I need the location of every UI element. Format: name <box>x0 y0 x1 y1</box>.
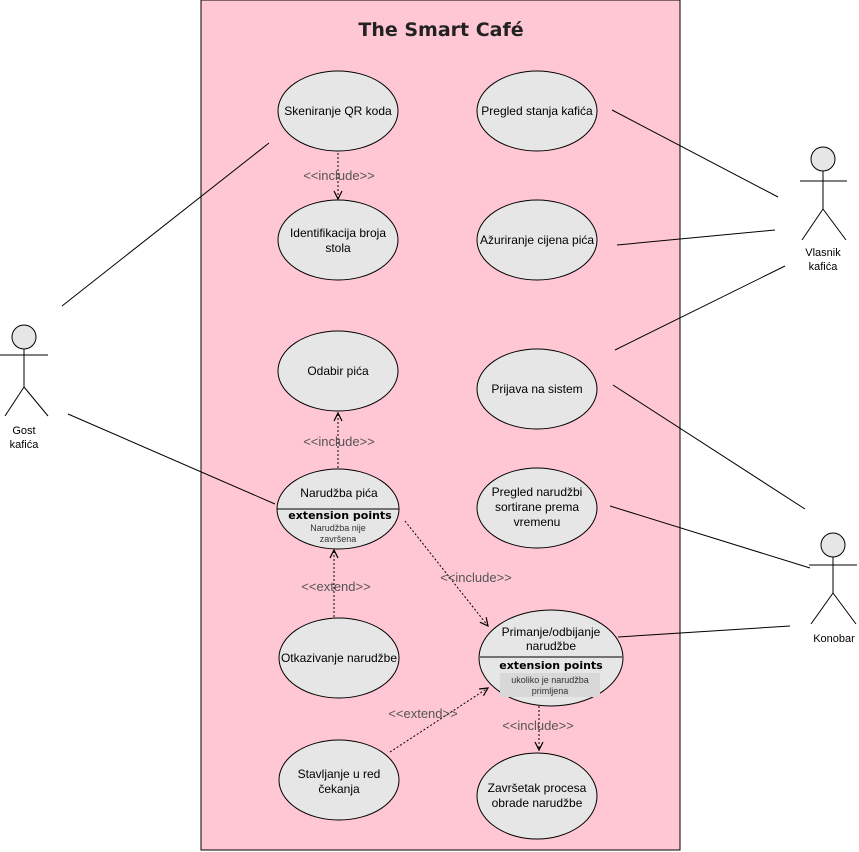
use-case-drink-selection[interactable]: Odabir pića <box>277 330 399 412</box>
use-case-label: sortirane prema <box>495 500 579 514</box>
use-case-label: stola <box>325 241 351 255</box>
use-case-label: Narudžba pića <box>300 486 378 500</box>
use-case-order-processing-end[interactable]: Završetak procesa obrade narudžbe <box>476 752 598 840</box>
association-waiter-sorted <box>609 505 811 569</box>
actor-owner[interactable]: Vlasnik kafića <box>800 146 847 273</box>
use-case-sorted-orders[interactable]: Pregled narudžbi sortirane prema vremenu <box>476 467 598 549</box>
extend-label-queue: <<extend>> <box>388 706 457 721</box>
association-owner-login <box>614 265 786 351</box>
extension-points-title: extension points <box>499 659 603 672</box>
system-boundary <box>200 0 681 851</box>
system-title: The Smart Café <box>358 19 523 41</box>
extend-arrow-queue-accept <box>389 687 490 753</box>
use-case-label: Stavljanje u red <box>298 767 381 781</box>
use-case-order-cancel[interactable]: Otkazivanje narudžbe <box>278 617 400 699</box>
extension-point-item: ukoliko je narudžba <box>511 675 589 685</box>
include-label-accept: <<include>> <box>440 570 512 585</box>
use-case-login[interactable]: Prijava na sistem <box>476 348 598 430</box>
association-waiter-login <box>612 384 806 510</box>
extension-points-title: extension points <box>288 509 392 522</box>
use-case-label: narudžbe <box>526 639 576 653</box>
use-case-label: Završetak procesa <box>488 781 587 795</box>
extension-point-item: primljena <box>532 686 569 696</box>
association-owner-prices <box>616 229 776 246</box>
include-label-qr: <<include>> <box>303 168 375 183</box>
use-case-label: Odabir pića <box>307 364 369 378</box>
extension-point-item: završena <box>320 534 357 544</box>
actor-guest[interactable]: Gost kafića <box>0 324 49 451</box>
use-case-label: Otkazivanje narudžbe <box>281 651 397 665</box>
actor-label: kafića <box>809 261 839 273</box>
use-case-label: Primanje/odbijanje <box>502 625 601 639</box>
use-case-price-update[interactable]: Ažuriranje cijena pića <box>476 199 598 281</box>
actor-waiter[interactable]: Konobar <box>809 532 857 645</box>
include-label-order: <<include>> <box>303 434 375 449</box>
use-case-label: Pregled stanja kafića <box>481 104 593 118</box>
include-label-finish: <<include>> <box>502 718 574 733</box>
extension-point-item: Narudžba nije <box>310 523 366 533</box>
actor-label: Gost <box>12 425 35 437</box>
use-case-queue[interactable]: Stavljanje u red čekanja <box>278 739 400 821</box>
actor-label: Vlasnik <box>805 247 841 259</box>
extend-label-cancel: <<extend>> <box>301 579 370 594</box>
use-case-table-identification[interactable]: Identifikacija broja stola <box>277 199 399 281</box>
use-case-label: Ažuriranje cijena pića <box>480 233 594 247</box>
use-case-label: obrade narudžbe <box>492 796 583 810</box>
use-case-label: vremenu <box>514 515 561 529</box>
use-case-drink-order[interactable]: Narudžba pića extension points Narudžba … <box>276 468 400 550</box>
association-guest-qr <box>61 142 270 307</box>
actor-label: Konobar <box>813 633 855 645</box>
association-waiter-accept <box>617 625 791 638</box>
use-case-label: Prijava na sistem <box>491 382 582 396</box>
use-case-label: Identifikacija broja <box>290 226 386 240</box>
actor-label: kafića <box>10 439 40 451</box>
use-case-label: čekanja <box>318 782 360 796</box>
use-case-label: Pregled narudžbi <box>492 485 583 499</box>
use-case-qr-scan[interactable]: Skeniranje QR koda <box>277 70 399 152</box>
use-case-label: Skeniranje QR koda <box>284 104 392 118</box>
association-guest-order <box>67 413 276 505</box>
use-case-cafe-status[interactable]: Pregled stanja kafića <box>476 70 598 152</box>
use-case-accept-reject-order[interactable]: Primanje/odbijanje narudžbe extension po… <box>478 609 624 707</box>
association-owner-status <box>611 109 779 198</box>
